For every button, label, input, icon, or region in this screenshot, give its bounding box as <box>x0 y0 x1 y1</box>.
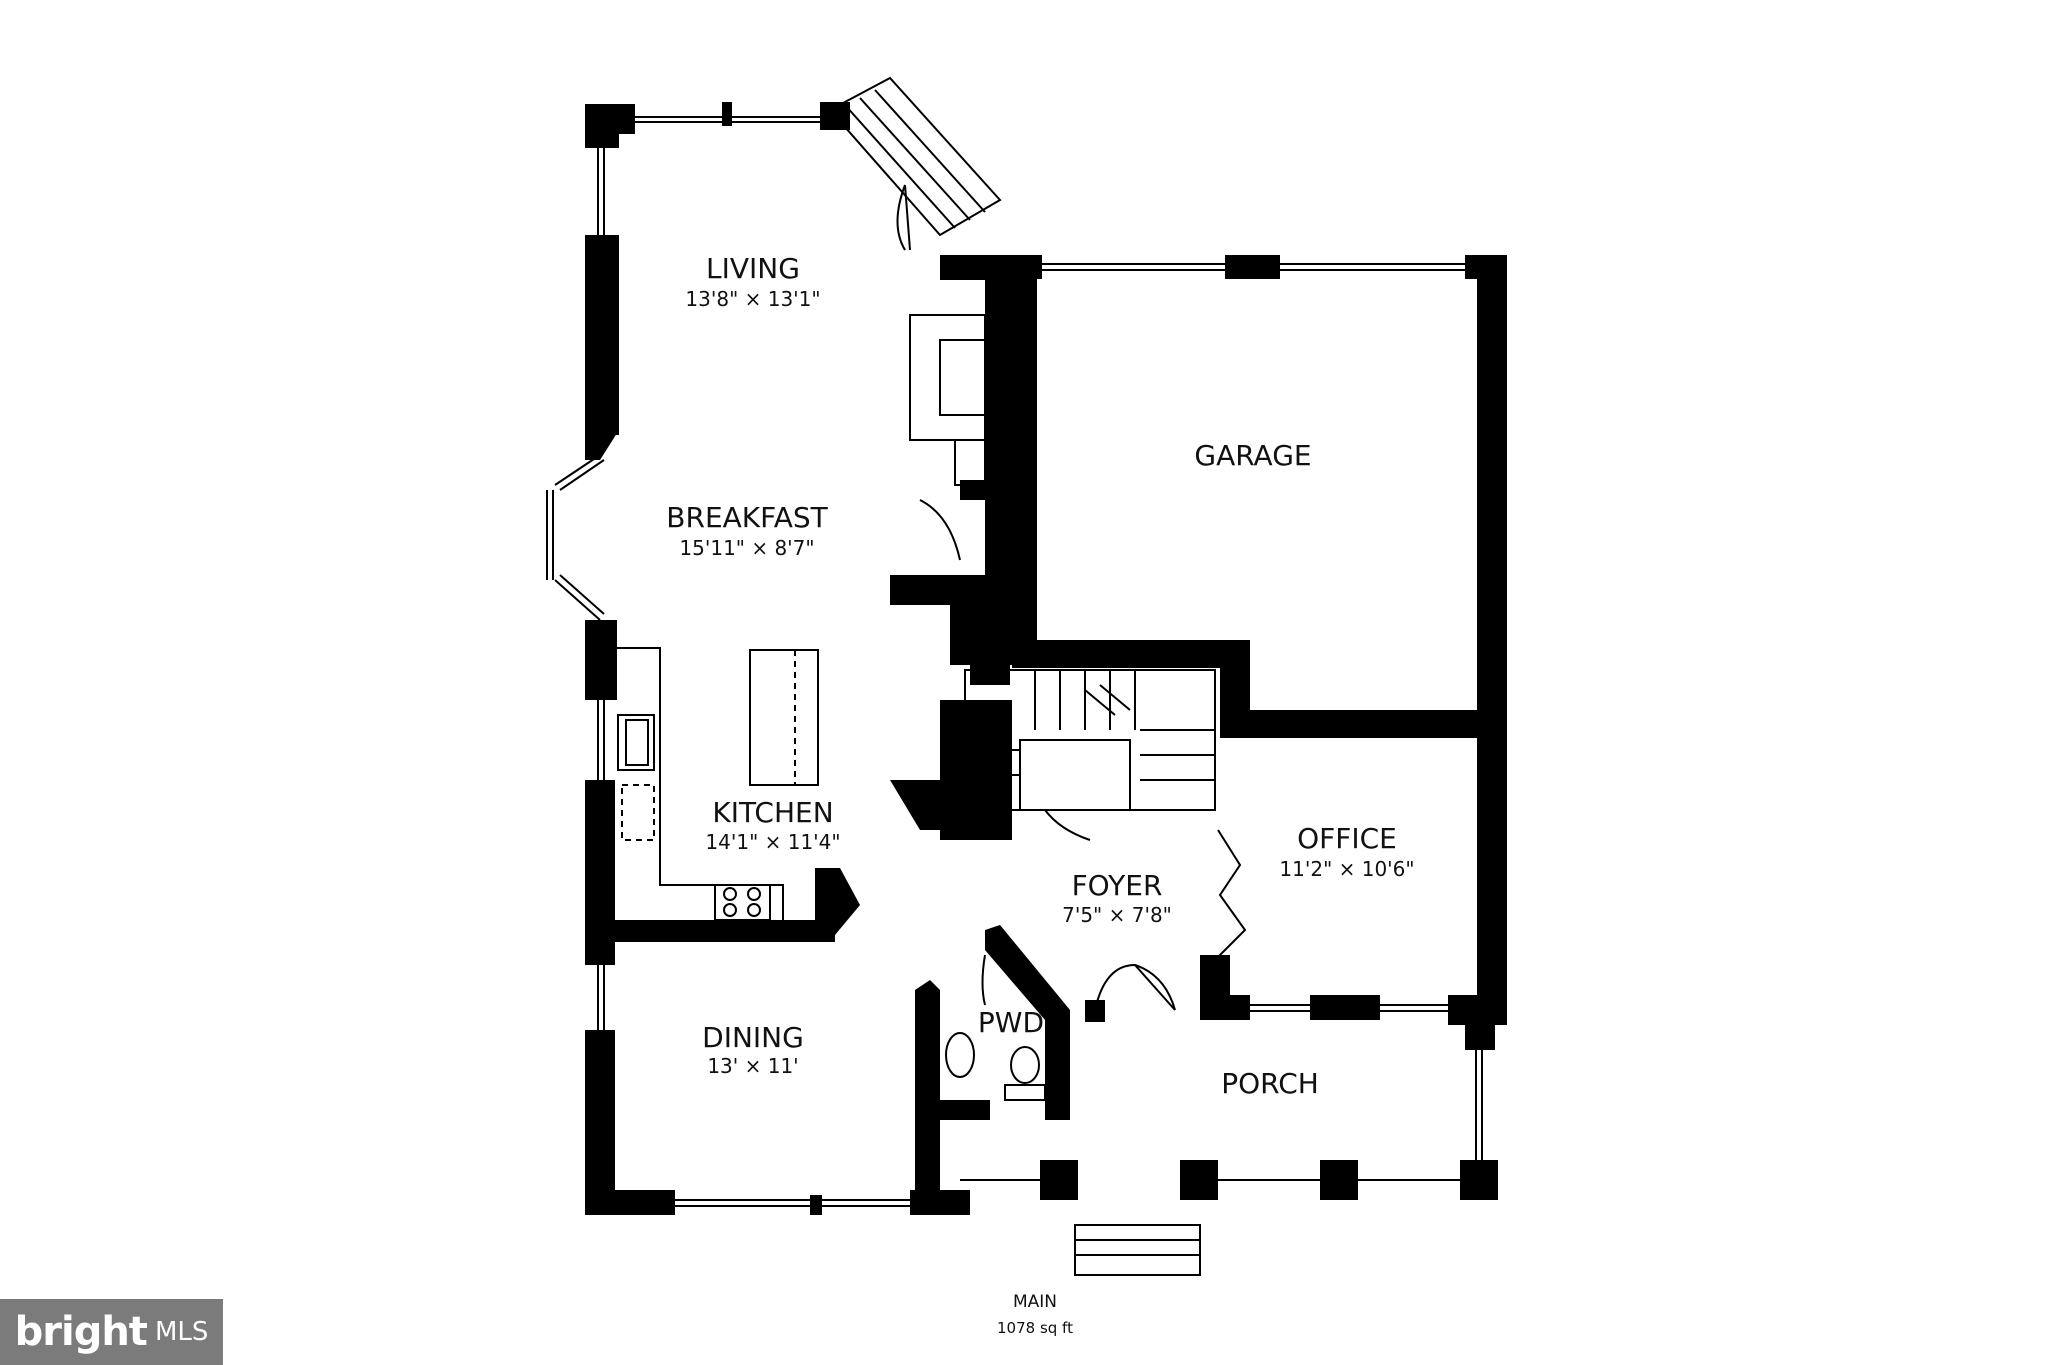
fixtures <box>612 76 1216 1276</box>
floor-label: MAIN <box>1013 1292 1057 1312</box>
room-name: BREAKFAST <box>666 501 828 534</box>
floor-summary: MAIN 1078 sq ft <box>997 1292 1073 1337</box>
bright-mls-logo: bright MLS <box>0 1299 223 1365</box>
room-living: LIVING 13'8" × 13'1" <box>685 252 820 311</box>
room-dimensions: 11'2" × 10'6" <box>1279 857 1414 881</box>
floor-area: 1078 sq ft <box>997 1319 1073 1337</box>
room-dimensions: 7'5" × 7'8" <box>1062 903 1172 927</box>
walls <box>585 102 1507 1215</box>
room-kitchen: KITCHEN 14'1" × 11'4" <box>705 796 840 854</box>
room-name: PWD <box>978 1006 1044 1039</box>
room-labels: LIVING 13'8" × 13'1" BREAKFAST 15'11" × … <box>666 252 1414 1337</box>
logo-suffix: MLS <box>154 1317 209 1347</box>
room-name: FOYER <box>1072 869 1163 902</box>
room-breakfast: BREAKFAST 15'11" × 8'7" <box>666 501 828 560</box>
logo-brand: bright <box>14 1309 148 1355</box>
doors <box>896 184 1247 1011</box>
room-powder: PWD <box>978 1006 1044 1039</box>
room-dimensions: 14'1" × 11'4" <box>705 830 840 854</box>
room-porch: PORCH <box>1221 1067 1319 1100</box>
room-foyer: FOYER 7'5" × 7'8" <box>1062 869 1172 927</box>
room-dining: DINING 13' × 11' <box>702 1021 804 1078</box>
room-name: LIVING <box>706 252 800 285</box>
room-office: OFFICE 11'2" × 10'6" <box>1279 822 1414 881</box>
room-name: PORCH <box>1221 1067 1319 1100</box>
room-name: OFFICE <box>1297 822 1397 855</box>
room-dimensions: 15'11" × 8'7" <box>679 536 814 560</box>
windows <box>546 116 1483 1207</box>
room-name: DINING <box>702 1021 804 1054</box>
room-dimensions: 13' × 11' <box>707 1054 798 1078</box>
room-garage: GARAGE <box>1194 439 1311 472</box>
room-name: KITCHEN <box>712 796 833 829</box>
room-name: GARAGE <box>1194 439 1311 472</box>
room-dimensions: 13'8" × 13'1" <box>685 287 820 311</box>
